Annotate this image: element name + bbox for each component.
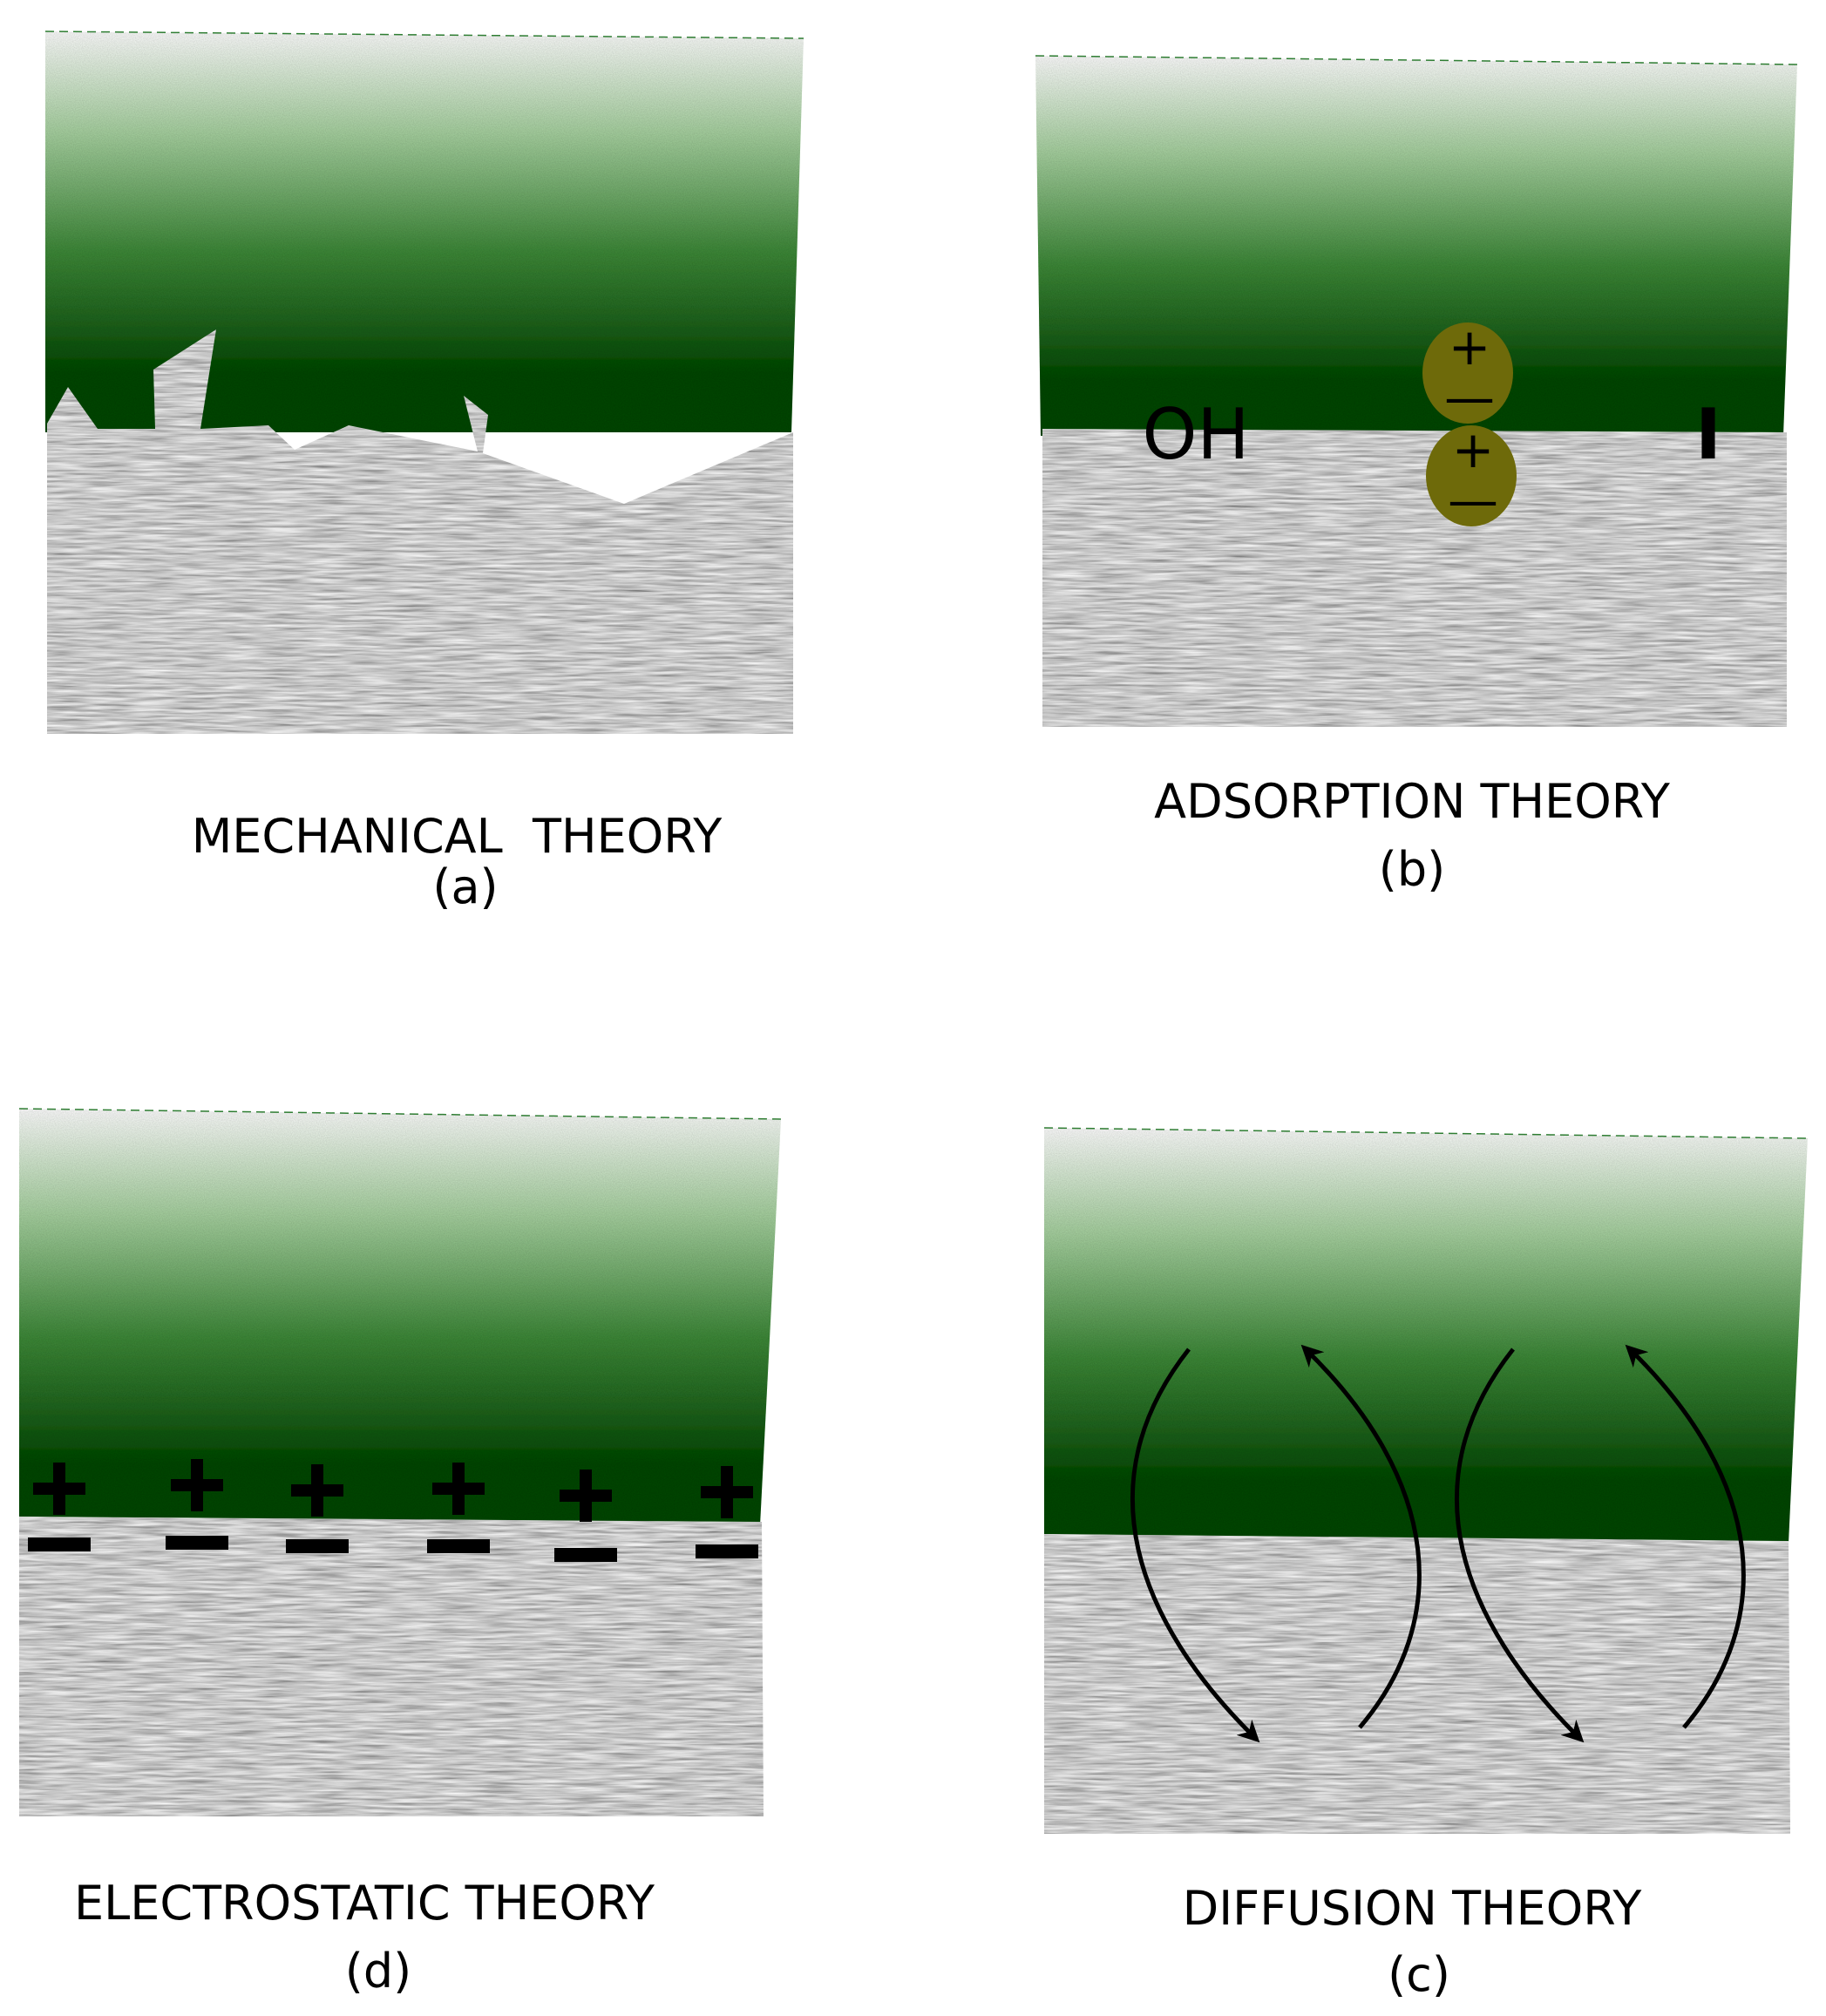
- diffusion-arrows: [1130, 1344, 1746, 1743]
- negative-charge-icon: [554, 1548, 617, 1562]
- diffusion-arrow-up-icon: [1625, 1344, 1746, 1729]
- positive-charge-icon: [701, 1466, 753, 1518]
- diffusion-substrate: [1044, 1534, 1790, 1834]
- adsorption-substrate: [1042, 429, 1787, 727]
- mechanical-top-edge: [44, 31, 804, 39]
- diffusion-arrow-up-icon: [1300, 1344, 1422, 1729]
- dipole-bottom-minus: —: [1448, 471, 1498, 530]
- positive-charge-icon: [560, 1470, 612, 1522]
- diffusion-arrow-down-icon: [1130, 1347, 1260, 1743]
- dipole-bottom-circle: [1426, 425, 1517, 526]
- right-mark-label: I: [1695, 394, 1721, 475]
- adsorption-top-edge: [1035, 55, 1798, 65]
- negative-charge-icon: [696, 1544, 758, 1558]
- dipole-bottom: + —: [1426, 420, 1517, 530]
- panel-electrostatic: ELECTROSTATIC THEORY (d): [18, 1108, 782, 1999]
- charge-pairs: [28, 1459, 758, 1562]
- diffusion-title: DIFFUSION THEORY: [1183, 1881, 1643, 1936]
- dipole-top-circle: [1422, 322, 1513, 424]
- positive-charge-icon: [33, 1463, 85, 1515]
- negative-charge-icon: [166, 1536, 228, 1550]
- positive-charge-icon: [291, 1464, 343, 1517]
- negative-charge-icon: [427, 1539, 490, 1553]
- electrostatic-top-edge: [18, 1108, 782, 1120]
- dipole-top: + —: [1422, 317, 1513, 427]
- negative-charge-icon: [28, 1537, 91, 1551]
- mechanical-title: MECHANICAL THEORY: [192, 809, 723, 864]
- adsorption-tag: (b): [1379, 842, 1445, 897]
- diffusion-tag: (c): [1388, 1947, 1450, 2002]
- negative-charge-icon: [286, 1539, 349, 1553]
- electrostatic-tag: (d): [345, 1944, 411, 1999]
- oh-group-label: OH: [1142, 394, 1249, 475]
- adsorption-adhesive-layer: [1035, 56, 1797, 436]
- panel-mechanical: MECHANICAL THEORY (a): [44, 31, 804, 914]
- mechanical-tag: (a): [432, 859, 498, 914]
- dipole-top-minus: —: [1444, 368, 1495, 427]
- electrostatic-title: ELECTROSTATIC THEORY: [74, 1876, 655, 1931]
- mechanical-substrate: [47, 329, 793, 734]
- positive-charge-icon: [432, 1463, 485, 1515]
- diffusion-top-edge: [1043, 1127, 1809, 1139]
- panel-adsorption: OH I + — + — ADSORPTION THEORY (b): [1035, 55, 1798, 897]
- mechanical-adhesive-layer: [45, 31, 804, 432]
- diffusion-adhesive-layer: [1044, 1128, 1808, 1543]
- panel-diffusion: DIFFUSION THEORY (c): [1043, 1127, 1809, 2002]
- dipole-bottom-plus: +: [1452, 420, 1495, 479]
- diffusion-arrow-down-icon: [1454, 1347, 1585, 1743]
- dipole-top-plus: +: [1449, 317, 1491, 377]
- positive-charge-icon: [171, 1459, 223, 1511]
- electrostatic-adhesive-layer: [19, 1109, 781, 1525]
- adsorption-title: ADSORPTION THEORY: [1154, 774, 1671, 829]
- electrostatic-substrate: [19, 1517, 764, 1816]
